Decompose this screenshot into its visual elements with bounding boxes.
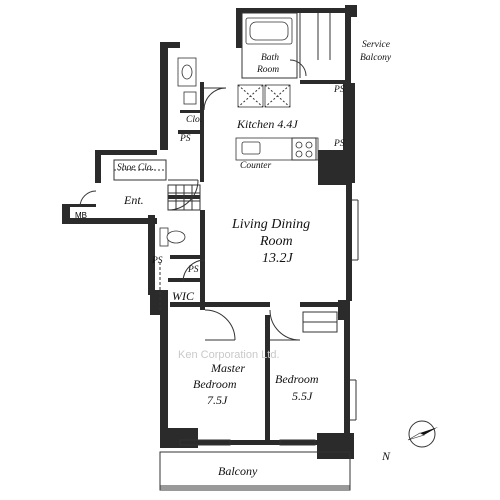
master-label-2: Bedroom	[193, 377, 237, 391]
shoe-closet-label: Shoe Clo.	[117, 163, 154, 173]
compass-letter: N	[381, 449, 391, 463]
bath-label-2: Room	[256, 65, 279, 75]
room-labels: Bath Room Service Balcony Kitchen 4.4J C…	[75, 40, 392, 478]
service-balcony-label-2: Balcony	[360, 53, 392, 63]
kitchen-label: Kitchen 4.4J	[236, 117, 298, 131]
walls	[62, 5, 357, 459]
ps-label-3: PS	[179, 134, 191, 144]
ps-label-4: PS	[151, 256, 163, 266]
master-label-1: Master	[210, 361, 245, 375]
fixtures	[79, 12, 359, 491]
entrance-label: Ent.	[123, 193, 144, 207]
wic-label: WIC	[172, 289, 195, 303]
bedroom-label-2: 5.5J	[292, 389, 313, 403]
ldk-label-1: Living Dining	[231, 217, 310, 232]
closet-label: Clo.	[186, 115, 202, 125]
north-arrow-icon	[407, 420, 438, 448]
mb-label: MB	[75, 211, 87, 220]
ps-label-1: PS	[333, 85, 345, 95]
bedroom-label-1: Bedroom	[275, 372, 319, 386]
ps-label-2: PS	[333, 139, 345, 149]
bath-label-1: Bath	[261, 53, 279, 63]
ps-label-5: PS	[187, 265, 199, 275]
balcony-label: Balcony	[218, 464, 258, 478]
watermark: Ken Corporation Ltd.	[178, 349, 280, 361]
master-label-3: 7.5J	[207, 393, 228, 407]
service-balcony-label-1: Service	[362, 40, 390, 50]
ldk-label-3: 13.2J	[262, 251, 294, 266]
counter-label: Counter	[240, 161, 271, 171]
ldk-label-2: Room	[259, 234, 293, 249]
